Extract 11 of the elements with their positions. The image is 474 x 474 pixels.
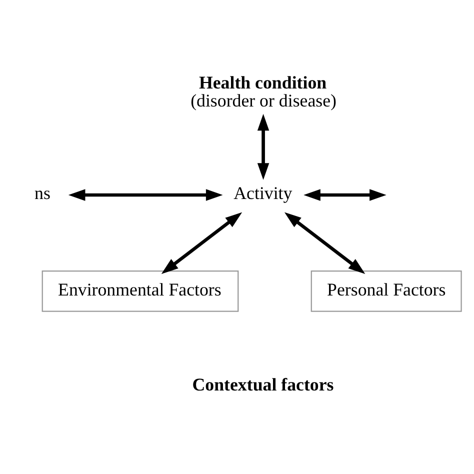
arrow <box>68 188 223 200</box>
label: Contextual factors <box>192 374 334 394</box>
node-box: Environmental Factors <box>42 270 239 312</box>
arrow <box>284 212 366 274</box>
arrow <box>161 212 242 274</box>
arrow <box>304 188 386 200</box>
arrow <box>257 113 270 180</box>
node-text: Activity <box>234 182 292 203</box>
node-text: Health condition (disorder or disease) <box>190 72 337 110</box>
node-text: ns <box>34 182 50 203</box>
node-box: Personal Factors <box>310 270 462 312</box>
